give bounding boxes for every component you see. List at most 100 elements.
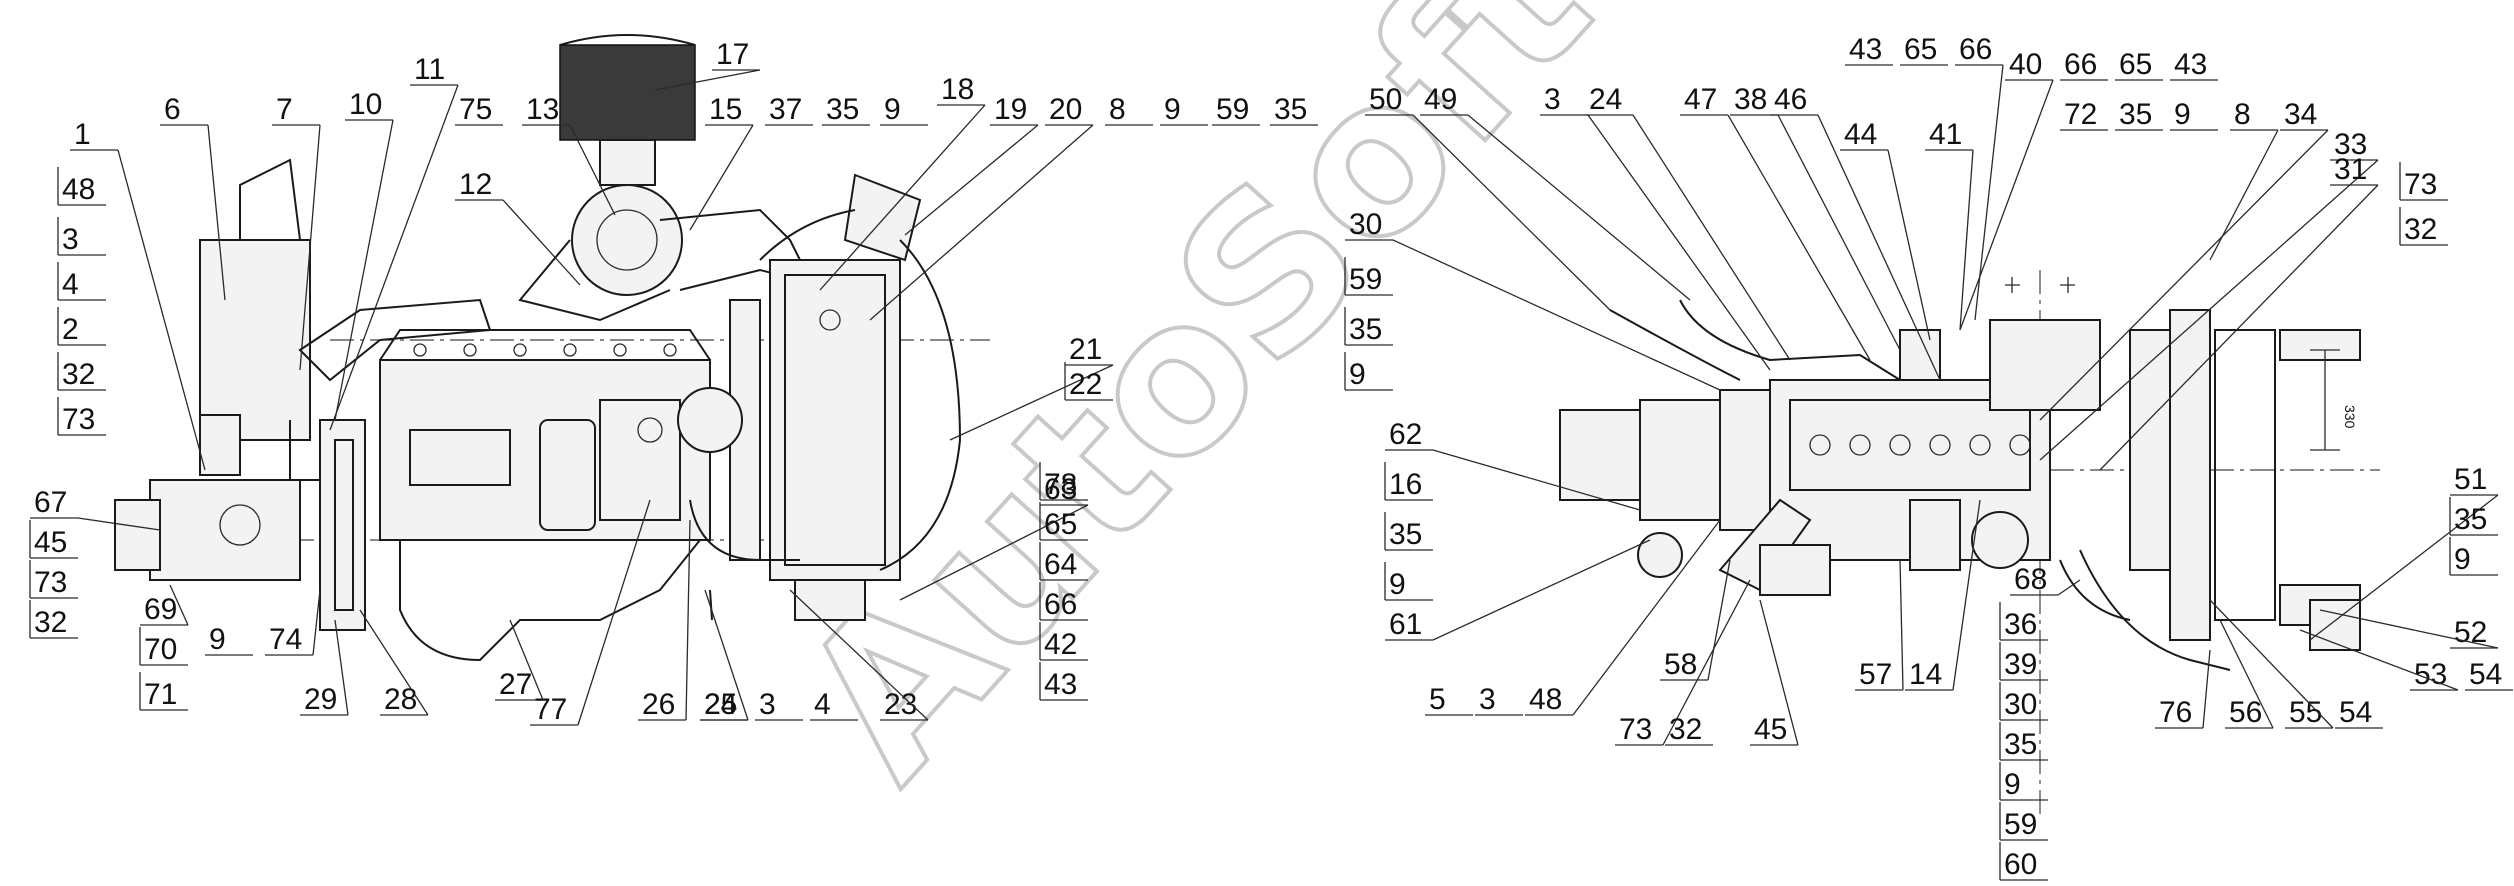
callout-number: 35 (1389, 518, 1422, 551)
left-callout: 8 (1105, 93, 1153, 126)
right-callout: 5 (1425, 683, 1473, 716)
callout-number: 1 (74, 118, 91, 151)
leader-line (299, 124, 321, 371)
left-callout: 24 (700, 688, 748, 721)
callout-number: 9 (1389, 568, 1406, 601)
callout-number: 50 (1369, 83, 1402, 116)
left-callout: 37 (765, 93, 813, 126)
leader-line (502, 199, 581, 286)
left-callout: 70 (139, 627, 188, 666)
right-callout: 34 (2039, 98, 2329, 421)
callout-number: 66 (2064, 48, 2097, 81)
callout-number: 8 (1109, 93, 1126, 126)
callout-number: 47 (1684, 83, 1717, 116)
left-callout: 12 (455, 168, 581, 286)
callout-number: 46 (1774, 83, 1807, 116)
left-callout: 45 (29, 520, 78, 559)
callout-number: 9 (209, 623, 226, 656)
left-callout: 26 (638, 519, 691, 721)
callout-number: 42 (1044, 628, 1077, 661)
callout-number: 65 (2119, 48, 2152, 81)
callout-number: 73 (62, 403, 95, 436)
turbo-piping (518, 239, 671, 322)
leader-line (904, 124, 1039, 236)
left-callout: 1 (70, 118, 206, 471)
callout-number: 6 (164, 93, 181, 126)
right-callout: 16 (1384, 462, 1433, 501)
right-callout: 45 (1750, 599, 1799, 746)
right-callout: 3 (1540, 83, 1771, 371)
callout-number: 3 (1479, 683, 1496, 716)
left-callout: 77 (530, 499, 651, 726)
callout-number: 9 (2174, 98, 2191, 131)
left-callout: 21 (949, 333, 1114, 441)
starter-motor (409, 429, 511, 486)
leader-line (569, 124, 616, 216)
callout-number: 49 (1424, 83, 1457, 116)
callout-number: 9 (1349, 358, 1366, 391)
right-callout: 35 (1384, 512, 1433, 551)
callout-number: 59 (2004, 808, 2037, 841)
callout-number: 56 (2229, 696, 2262, 729)
left-callout: 23 (789, 589, 929, 721)
right-callout: 57 (1855, 559, 1904, 691)
callout-number: 64 (1044, 548, 1077, 581)
right-callout: 44 (1840, 118, 1931, 341)
muffler (199, 239, 311, 441)
cylinder-head-bolts (413, 343, 677, 357)
right-callout: 40 (1959, 48, 2054, 331)
right-callout: 31 (2099, 153, 2379, 471)
right-callout: 24 (1585, 83, 1791, 361)
fan-pulley (677, 387, 743, 453)
leader-line (1952, 499, 1981, 691)
leader-line (169, 584, 189, 626)
left-callout: 20 (869, 93, 1094, 321)
left-callout: 18 (819, 73, 986, 291)
right-callout: 68 (2010, 563, 2081, 596)
callout-number: 16 (1389, 468, 1422, 501)
leader-line (334, 119, 394, 421)
leader-line (689, 124, 754, 231)
right-callout: 65 (2115, 48, 2163, 81)
callout-number: 43 (2174, 48, 2207, 81)
right-callout: 62 (1385, 418, 1641, 511)
right-callout: 41 (1925, 118, 1974, 331)
left-callout: 7 (272, 93, 321, 371)
right-callout: 53 (2299, 629, 2459, 691)
callout-number: 4 (814, 688, 831, 721)
left-callout: 17 (654, 38, 761, 91)
leader-line (654, 69, 761, 91)
right-callout: 30 (1345, 208, 1721, 391)
leader-line (1899, 559, 1904, 691)
right-callout: 66 (2060, 48, 2108, 81)
air-cleaner-element (559, 44, 696, 141)
callout-number: 39 (2004, 648, 2037, 681)
leader-line (2219, 619, 2274, 729)
coolant-hose (879, 239, 962, 571)
leader-line (2299, 629, 2459, 691)
leader-line (949, 364, 1114, 441)
callout-number: 76 (2159, 696, 2192, 729)
callout-number: 12 (459, 168, 492, 201)
turbocharger (571, 184, 683, 296)
right-callout: 51 (2309, 463, 2499, 641)
callout-number: 36 (2004, 608, 2037, 641)
callout-number: 32 (34, 606, 67, 639)
callout-number: 51 (2454, 463, 2487, 496)
callout-number: 3 (1544, 83, 1561, 116)
left-callout: 10 (334, 88, 394, 421)
callout-number: 20 (1049, 93, 1082, 126)
leader-line (1432, 449, 1641, 511)
leader-line (2309, 494, 2499, 641)
callout-number: 9 (1164, 93, 1181, 126)
intake-pipe (659, 208, 801, 261)
callout-number: 59 (1216, 93, 1249, 126)
callout-number: 5 (1429, 683, 1446, 716)
left-callout: 3 (755, 688, 803, 721)
left-callout: 42 (1039, 622, 1088, 661)
leader-line (1887, 149, 1931, 341)
leader-line (312, 589, 321, 656)
callout-number: 2 (62, 313, 79, 346)
leader-line (1974, 64, 2004, 321)
callout-number: 58 (1664, 648, 1697, 681)
